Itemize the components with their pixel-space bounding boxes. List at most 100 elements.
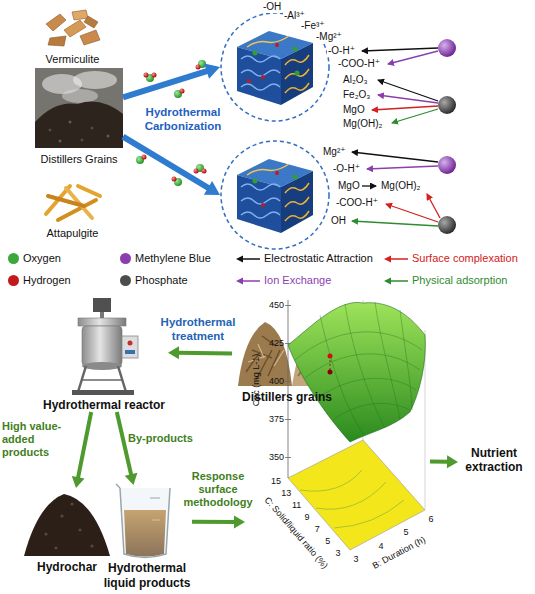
hydrochar-illustration-part <box>70 502 73 505</box>
flow-arrow <box>178 351 232 356</box>
hydrochar-cube-part <box>237 175 281 233</box>
water-molecule-part <box>172 177 183 187</box>
distillers-grains-photo-part <box>69 121 72 124</box>
response-surface-art <box>285 300 425 550</box>
distillers-grains-photo-part <box>73 71 117 89</box>
tick-label: 11 <box>292 500 301 511</box>
beaker-illustration-part <box>152 520 160 521</box>
node-label: Hydrochar <box>37 560 97 574</box>
product-figure: Hydrothermal liquid products <box>102 485 192 590</box>
reactor-illustration-part <box>128 341 133 346</box>
flow-arrow <box>192 515 245 528</box>
reactor-illustration-part <box>82 362 122 370</box>
flow-arrow <box>168 346 232 359</box>
mechanism-line-part <box>362 48 438 51</box>
tick-label: 400 <box>269 376 284 387</box>
methylene-blue-molecule-part <box>438 156 456 174</box>
response-surface-art-part <box>328 354 333 359</box>
water-molecule-part-part <box>194 169 199 174</box>
functional-group: Mg²⁺ <box>322 146 347 158</box>
water-molecule-part-part <box>144 73 149 78</box>
functional-group: -O-H⁺ <box>327 45 356 57</box>
legend-text: Methylene Blue <box>135 252 211 265</box>
legend-text: Ion Exchange <box>264 274 331 287</box>
flow-arrow <box>123 64 220 98</box>
legend-item: Electrostatic Attraction <box>236 252 373 265</box>
hydrochar-particle: Mg²⁺-O-H⁺MgOMg(OH)₂-COO-H⁺OH <box>220 140 330 250</box>
functional-group: -COO-H⁺ <box>335 197 379 209</box>
flow-arrow <box>123 71 208 98</box>
response-surface-art-part <box>300 470 404 528</box>
distillers-grains-photo-part <box>62 89 98 103</box>
mechanism-line-part <box>352 221 438 226</box>
arrow-head <box>204 181 220 195</box>
legend-line-sample <box>242 280 260 282</box>
dashed-outline <box>221 141 329 249</box>
hydrochar-cube-part <box>261 75 265 79</box>
response-surface-art-part <box>288 302 425 442</box>
methylene-blue-molecule-part <box>438 39 456 57</box>
arrow-head <box>447 455 458 468</box>
arrow-head <box>125 473 138 485</box>
hydrochar-cube-part <box>253 179 258 184</box>
node-label: Nutrient extraction <box>458 446 530 475</box>
functional-group: OH <box>330 215 347 227</box>
beaker-illustration <box>116 484 170 558</box>
tick-label: 375 <box>269 414 284 425</box>
mechanism-line-part <box>378 95 438 103</box>
response-surface-art-part <box>288 300 289 478</box>
legend-item: Surface complexation <box>384 252 518 265</box>
legend-item: Methylene Blue <box>120 252 211 265</box>
legend-line-sample <box>390 280 408 282</box>
dashed-outline <box>220 140 330 250</box>
mineral-icon: Attapulgite <box>35 182 110 240</box>
water-molecule-part <box>136 155 147 165</box>
water-molecule-part-part <box>172 177 177 182</box>
arrow-head <box>204 64 220 79</box>
water-molecule-part-part <box>152 73 157 78</box>
distillers-grains-photo-part <box>35 68 123 148</box>
tick-label: 4 <box>378 541 383 552</box>
distillers-grains-photo-part <box>49 129 52 132</box>
legend-line-sample <box>384 255 391 262</box>
functional-group: Al₂O₃ <box>342 74 369 86</box>
hydrochar-cube-part <box>275 171 279 175</box>
hydrochar-cube <box>237 159 313 233</box>
process-label: Hydrothermal Carbonization <box>143 106 223 134</box>
water-molecule-part-part <box>180 89 185 94</box>
hydrochar-illustration-part <box>90 544 93 547</box>
node-label: Hydrothermal reactor <box>43 398 165 412</box>
tick-label: 5 <box>403 527 408 538</box>
legend-item: Ion Exchange <box>236 274 331 287</box>
tick-label: 13 <box>281 488 291 499</box>
reactor-illustration-part <box>118 366 126 392</box>
distillers-grains-photo <box>35 68 123 148</box>
hydrochar-cube-part <box>247 36 289 47</box>
legend-line-sample <box>390 258 408 260</box>
hydrochar-cube-part <box>285 55 309 93</box>
legend-text: Hydrogen <box>23 274 71 287</box>
water-molecule-part-part <box>202 169 207 174</box>
arrow-label: High value-added products <box>2 420 68 460</box>
response-surface-art-part <box>288 440 425 550</box>
functional-group: -OH <box>262 1 282 13</box>
mechanism-line-part <box>352 152 438 162</box>
flow-arrow <box>78 412 91 478</box>
flow-arrow <box>192 520 235 524</box>
vermiculite-icon-part <box>84 16 98 28</box>
hydrochar-cube-part <box>253 51 258 56</box>
legend-item: Physical adsorption <box>384 274 507 287</box>
legend-swatch <box>8 275 19 286</box>
hydrochar-illustration <box>24 494 110 556</box>
functional-group: MgO <box>337 180 361 192</box>
legend-line-sample <box>384 254 408 264</box>
tick-label: 450 <box>269 300 284 311</box>
node-label: Hydrothermal liquid products <box>102 561 192 590</box>
hydrochar-cube-part <box>261 203 265 207</box>
tick-label: 425 <box>269 338 284 349</box>
functional-group: -O-H⁺ <box>332 163 361 175</box>
response-surface-art-part-part <box>285 419 291 420</box>
